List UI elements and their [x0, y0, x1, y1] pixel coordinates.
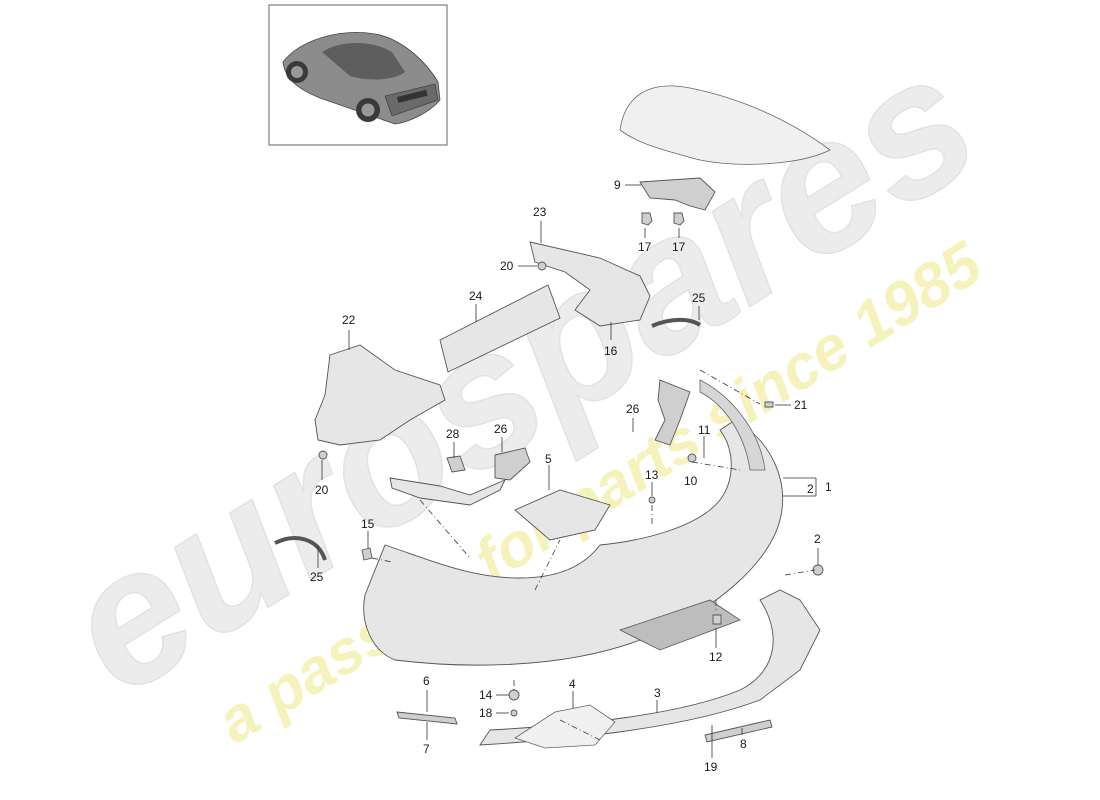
callout-labels: 1 2 2 3 4 5 6 7 8 9 10 11 12 13 14 15 16…: [310, 178, 832, 774]
callout-7: 7: [423, 742, 430, 756]
fastener-part-14: [508, 689, 520, 701]
callout-26-left: 26: [494, 422, 508, 436]
callout-20-lower: 20: [315, 483, 329, 497]
callout-3: 3: [654, 686, 661, 700]
bracket-part-26-left: [494, 447, 531, 481]
rear-bumper-part-1: [363, 419, 784, 666]
callout-5: 5: [545, 452, 552, 466]
callout-23: 23: [533, 205, 547, 219]
bracket-part-9: [639, 177, 716, 211]
callout-17-left: 17: [638, 240, 652, 254]
car-thumbnail-icon: [282, 32, 441, 125]
bracket-part-28: [446, 455, 466, 473]
callout-2-fastener: 2: [814, 532, 821, 546]
diffuser-area: [618, 599, 741, 651]
wheel-arch-trim-part-25-right: [651, 317, 702, 328]
fastener-part-20-upper: [537, 261, 547, 271]
callout-10: 10: [684, 474, 698, 488]
reinforcement-bar: [389, 477, 506, 506]
callout-1: 1: [825, 480, 832, 494]
callout-6: 6: [423, 674, 430, 688]
wheel-arch-trim-part-25-left: [274, 536, 327, 561]
car-thumbnail: [268, 4, 448, 146]
rear-bumper-inner-edge: [699, 379, 766, 471]
grille-part-5: [514, 489, 611, 541]
fastener-part-20-lower: [318, 450, 328, 460]
fastener-part-18: [510, 709, 518, 717]
rear-body-panel: [619, 85, 831, 165]
fastener-part-10: [687, 453, 697, 463]
callout-14: 14: [479, 688, 493, 702]
callout-16: 16: [604, 344, 618, 358]
callout-4: 4: [569, 677, 576, 691]
callout-24: 24: [469, 289, 483, 303]
callout-17-right: 17: [672, 240, 686, 254]
leader-lines: [317, 184, 819, 758]
callout-25-left: 25: [310, 570, 324, 584]
callout-2-bumper: 2: [807, 482, 814, 496]
callout-25-right: 25: [692, 291, 706, 305]
callout-19: 19: [704, 760, 718, 774]
callout-22: 22: [342, 313, 356, 327]
fastener-part-12: [712, 614, 722, 625]
dashed-assembly-lines: [371, 369, 816, 741]
fastener-part-13: [648, 496, 656, 504]
bracket-part-22: [314, 344, 446, 446]
callout-21: 21: [794, 398, 808, 412]
bracket-part-26-right: [654, 379, 691, 446]
callout-9: 9: [614, 178, 621, 192]
diffuser-part-3: [479, 589, 821, 746]
panel-part-24: [439, 284, 561, 373]
trim-part-4: [514, 704, 616, 749]
fastener-part-21: [764, 401, 774, 408]
clip-part-17-left: [641, 212, 653, 226]
heat-shield-part-23: [529, 241, 651, 327]
callout-20-upper: 20: [500, 259, 514, 273]
callout-8: 8: [740, 737, 747, 751]
callout-13: 13: [645, 468, 659, 482]
callout-11: 11: [698, 423, 711, 437]
callout-26-right: 26: [626, 402, 640, 416]
strip-part-8: [704, 719, 773, 743]
clip-part-17-right: [673, 212, 685, 226]
callout-28: 28: [446, 427, 460, 441]
strip-part-6: [396, 711, 458, 725]
callout-12: 12: [709, 650, 723, 664]
callout-18: 18: [479, 706, 493, 720]
fastener-part-15: [361, 547, 373, 561]
callout-15: 15: [361, 517, 375, 531]
